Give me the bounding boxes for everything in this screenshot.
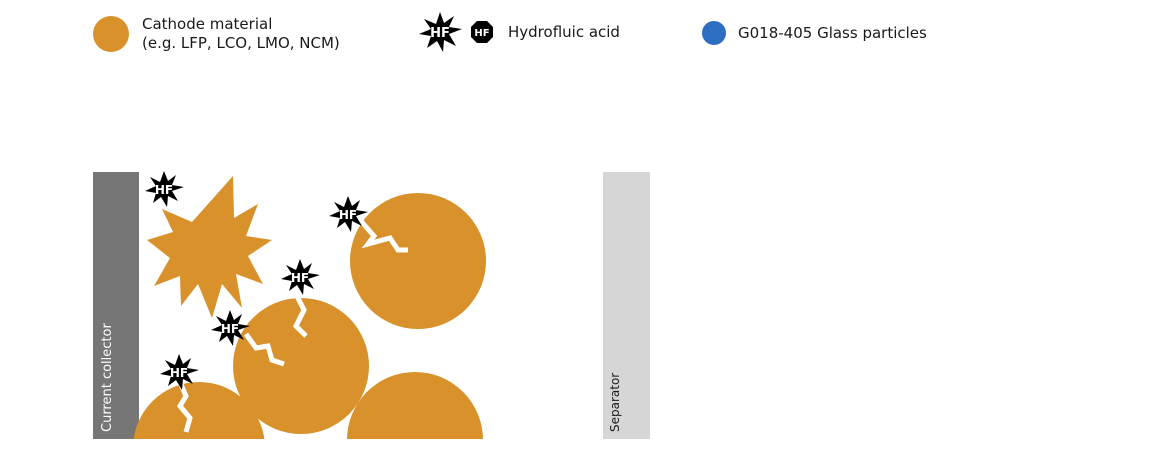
- cathode-examples: (e.g. LFP, LCO, LMO, NCM): [142, 34, 340, 52]
- cathode-label: Cathode material: [142, 15, 273, 33]
- cathode-particle-star: [147, 176, 272, 318]
- glass-swatch-icon: [702, 21, 726, 45]
- svg-text:HF: HF: [339, 208, 357, 222]
- svg-text:HF: HF: [221, 322, 239, 336]
- hf-marker-icon: HF: [211, 310, 250, 346]
- svg-text:HF: HF: [474, 28, 489, 39]
- cathode-particle-circle: [133, 382, 265, 439]
- svg-text:HF: HF: [291, 271, 309, 285]
- cathode-particle-circle: [350, 193, 486, 329]
- hf-marker-icon: HF: [329, 196, 368, 232]
- legend-hf: HF HF Hydrofluic acid: [418, 10, 620, 54]
- hf-burst-icon: HF: [419, 12, 462, 52]
- separator-bar: [603, 172, 650, 439]
- legend-cathode: Cathode material (e.g. LFP, LCO, LMO, NC…: [93, 15, 340, 53]
- legend-glass: G018-405 Glass particles: [702, 21, 927, 45]
- cathode-swatch-icon: [93, 16, 129, 52]
- hf-marker-icon: HF: [145, 171, 184, 207]
- cathode-particle-circle: [347, 372, 483, 439]
- hf-marker-icon: HF: [281, 259, 320, 295]
- glass-label: G018-405 Glass particles: [738, 23, 927, 42]
- hf-octagon-icon: HF: [471, 21, 493, 43]
- current-collector-label: Current collector: [100, 323, 115, 432]
- current-collector-bar: [93, 172, 139, 439]
- hf-marker-icon: HF: [160, 354, 199, 390]
- hf-label: Hydrofluic acid: [508, 22, 620, 41]
- svg-text:HF: HF: [155, 183, 173, 197]
- separator-label: Separator: [608, 372, 622, 432]
- cathode-particle-circle: [233, 298, 369, 434]
- svg-text:HF: HF: [170, 366, 188, 380]
- svg-text:HF: HF: [430, 26, 450, 41]
